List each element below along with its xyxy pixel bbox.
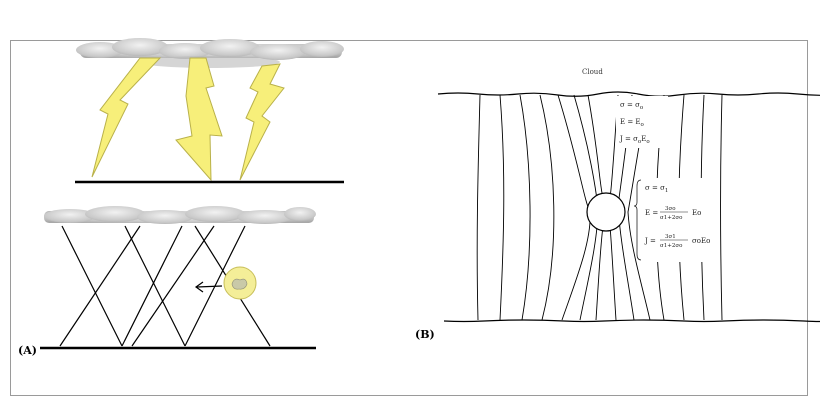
panel-b-tag: (B): [415, 328, 435, 341]
eq-j-inside-den: σ1+2σo: [660, 243, 683, 249]
cloud-bottom: [44, 206, 316, 224]
eq-j-inside-num: 3σ1: [665, 234, 676, 240]
eq-j-inside-tail: σoEo: [692, 237, 710, 245]
panel-b-diagram: Cloud σ = σo: [437, 68, 820, 323]
cloud-top: [76, 38, 344, 68]
eq-sigma-inside: σ = σ: [645, 184, 665, 192]
eq-j-inside-lhs: J =: [644, 237, 656, 245]
outside-equations: σ = σo E = Eo J = σoEo: [616, 96, 668, 148]
svg-text:E = Eo: E = Eo: [620, 118, 645, 128]
conducting-sphere: [586, 192, 626, 232]
panel-a-lightning-scene: [75, 38, 344, 184]
lightning-bolt-2: [175, 57, 223, 182]
eq-sigma-outside: σ = σ: [620, 101, 640, 109]
eq-e-outside: E = E: [620, 118, 641, 126]
lightning-bolt-3: [239, 63, 285, 181]
eq-e-inside-tail: Eo: [692, 209, 701, 217]
eq-e-inside-num: 3σo: [665, 206, 676, 212]
lightning-bolt-1: [91, 57, 162, 178]
eq-e-inside-lhs: E =: [645, 209, 658, 217]
panel-a-tag: (A): [18, 344, 37, 357]
cloud-label: Cloud: [582, 68, 603, 76]
svg-text:σ = σ1: σ = σ1: [645, 184, 668, 194]
eq-e-inside-den: σ1+2σo: [660, 215, 683, 221]
motion-arrow: [194, 281, 223, 293]
svg-text:J = σoEo: J = σoEo: [619, 135, 650, 145]
upper-boundary-line: [437, 91, 820, 97]
lower-boundary-line: [443, 319, 820, 323]
eq-j-outside: J = σ: [619, 135, 638, 143]
inside-equations: σ = σ1 E = 3σo σ1+2σo Eo J = 3σ1 σ1+2σo …: [633, 178, 710, 262]
panel-a-field-scene: [40, 206, 316, 350]
svg-text:σ = σo: σ = σo: [620, 101, 644, 111]
particle-blob: [231, 278, 248, 290]
